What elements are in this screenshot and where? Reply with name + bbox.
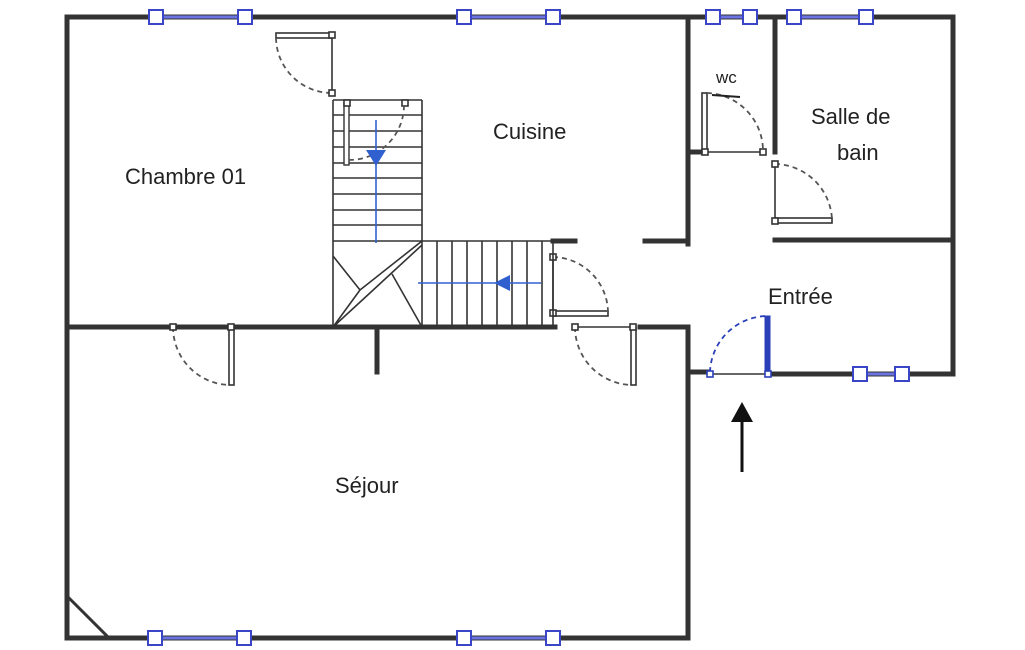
window-top-1 [148,9,253,25]
window-bottom-1 [147,630,252,646]
corner-fireplace [66,595,110,639]
label-chambre: Chambre 01 [125,164,246,189]
window-top-bath [786,9,874,25]
label-salle-de-bain-1: Salle de [811,104,891,129]
door-wc [701,92,767,156]
door-chambre [275,31,336,97]
interior-walls [64,14,956,375]
label-sejour: Séjour [335,473,399,498]
window-top-2 [456,9,561,25]
door-stairs [549,253,609,317]
door-bath [771,160,833,225]
door-sejour-left [169,323,235,386]
label-salle-de-bain-2: bain [837,140,879,165]
label-entree: Entrée [768,284,833,309]
door-sejour-right [571,323,637,386]
window-entree [852,366,910,382]
label-cuisine: Cuisine [493,119,566,144]
stair-arrow-left [418,275,541,291]
door-entree [706,315,772,378]
window-top-wc [705,9,758,25]
label-wc: wc [715,68,737,87]
stair-arrow-down [366,120,386,243]
window-bottom-2 [456,630,561,646]
entrance-arrow-icon [731,402,753,472]
